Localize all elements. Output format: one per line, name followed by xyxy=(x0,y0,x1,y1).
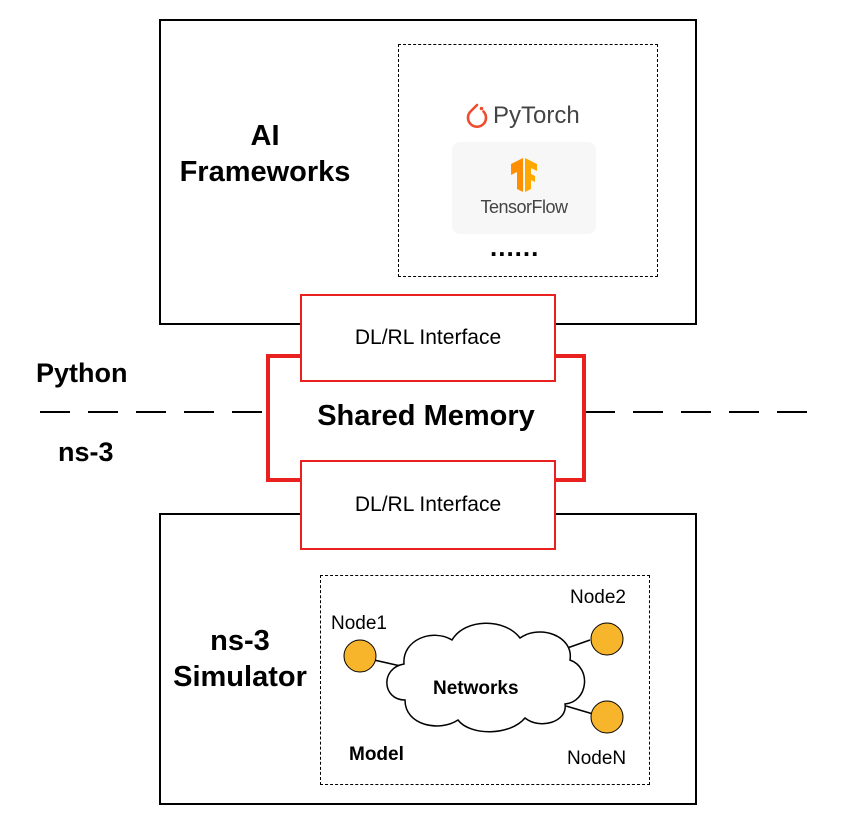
ns3-simulator-title: ns-3 Simulator xyxy=(160,623,320,695)
networks-cloud-icon xyxy=(386,622,586,733)
ns3-simulator-title-line2: Simulator xyxy=(173,661,307,693)
dlrl-interface-top-label: DL/RL Interface xyxy=(354,326,502,349)
frameworks-dashed-box xyxy=(398,44,658,277)
ns3-simulator-title-line1: ns-3 xyxy=(210,625,270,657)
tensorflow-label: TensorFlow xyxy=(480,197,568,217)
more-frameworks-ellipsis: ...... xyxy=(490,232,540,262)
model-label: Model xyxy=(349,744,404,765)
tensorflow-icon xyxy=(511,158,537,192)
networks-label: Networks xyxy=(433,678,519,699)
node2-label: Node2 xyxy=(570,587,626,608)
pytorch-icon xyxy=(466,103,488,128)
node2-circle xyxy=(590,622,624,656)
dlrl-interface-bottom: DL/RL Interface xyxy=(300,460,556,550)
python-label: Python xyxy=(36,358,128,388)
nodeN-circle xyxy=(590,700,624,734)
node1-circle xyxy=(343,639,377,673)
model-dashed-box xyxy=(320,575,650,785)
link-nodeN xyxy=(565,705,594,715)
shared-memory-bracket-right xyxy=(554,354,586,482)
shared-memory-label: Shared Memory xyxy=(317,400,535,432)
ai-frameworks-title-line2: Frameworks xyxy=(179,156,351,188)
dlrl-interface-top: DL/RL Interface xyxy=(300,294,556,382)
pytorch-logo: PyTorch xyxy=(464,100,604,134)
shared-memory-bracket-left xyxy=(266,354,300,482)
ai-frameworks-box xyxy=(159,19,697,325)
ai-frameworks-title: AI Frameworks xyxy=(160,118,370,190)
ai-frameworks-title-line1: AI xyxy=(250,120,280,152)
dlrl-interface-bottom-label: DL/RL Interface xyxy=(354,493,502,516)
tensorflow-logo: TensorFlow xyxy=(452,142,596,234)
ns3-label: ns-3 xyxy=(58,437,114,467)
nodeN-label: NodeN xyxy=(567,748,627,769)
pytorch-label: PyTorch xyxy=(493,102,580,129)
node1-label: Node1 xyxy=(331,613,387,634)
